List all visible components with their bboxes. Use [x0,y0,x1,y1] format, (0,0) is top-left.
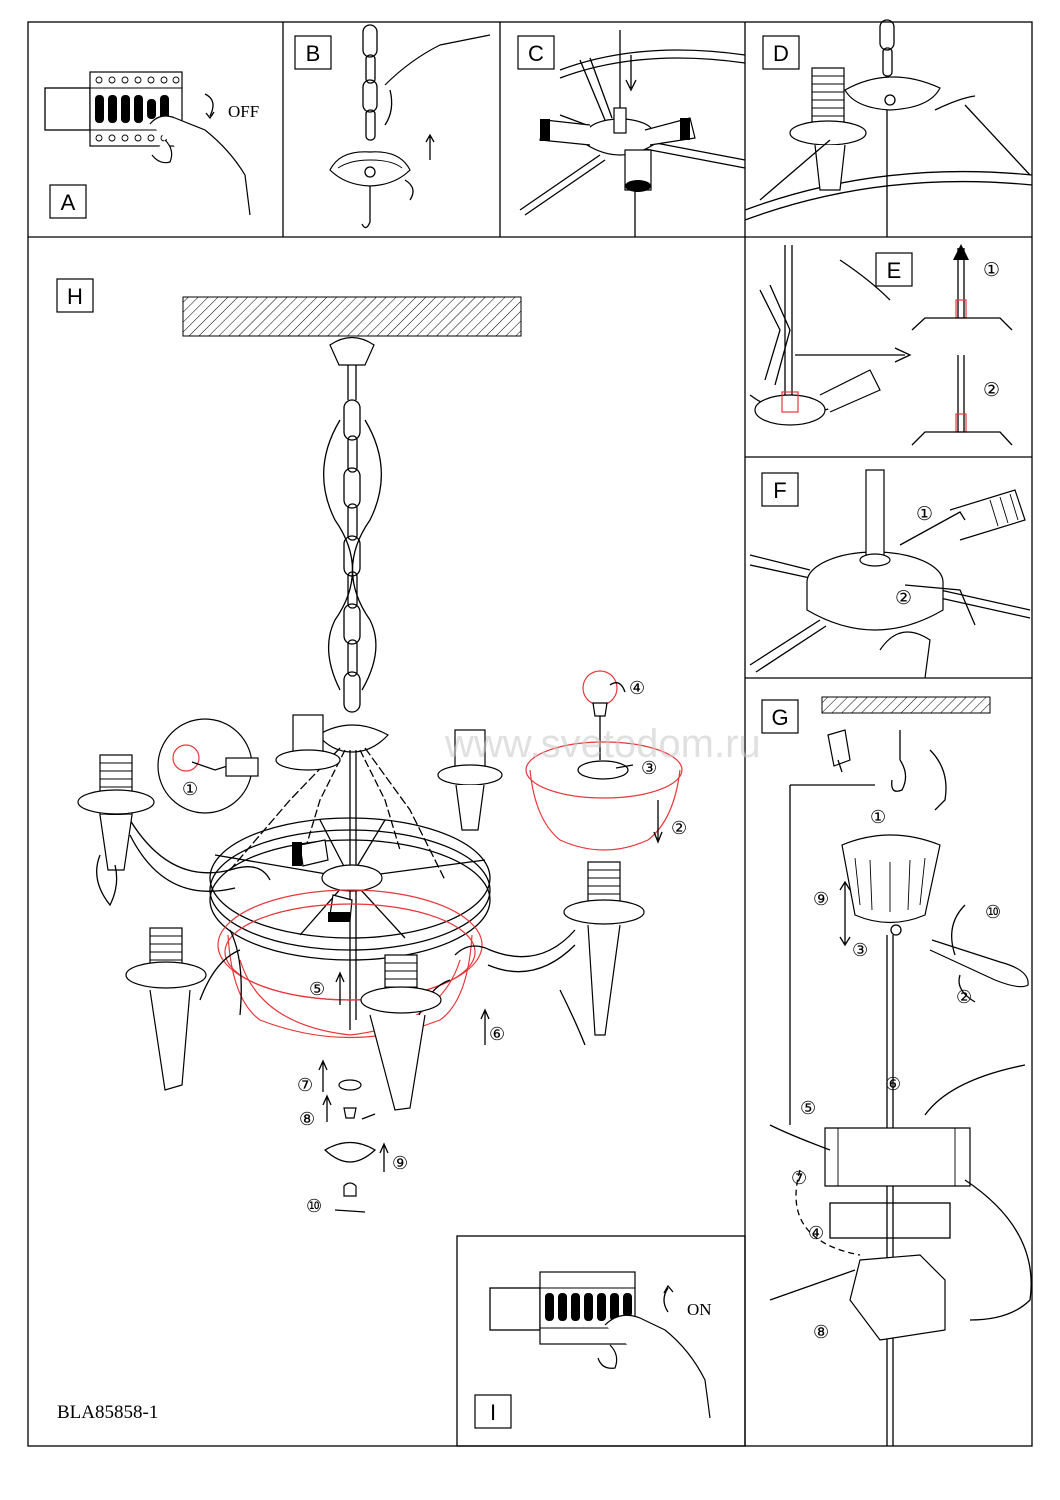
panel-g-step-6: ⑥ [885,1074,901,1094]
panel-h-step-2: ② [671,818,687,838]
panel-g-step-9: ⑨ [813,889,829,909]
panel-h-step-10: ⑩ [306,1196,322,1216]
panel-h-step-7: ⑦ [297,1075,313,1095]
circuit-breaker-on-illustration [489,1271,711,1419]
panel-i-letter: I [490,1400,496,1425]
panel-h-letter: H [67,284,83,309]
candle-socket-back-right [437,729,503,831]
panel-a-letter-box [49,184,87,219]
panel-d: D [744,19,1033,237]
panel-g-step-4: ④ [808,1223,824,1243]
panel-g-letter: G [771,705,788,730]
panel-a-caption: OFF [228,102,259,121]
panel-i-caption: ON [687,1300,712,1319]
ceiling-hatch-small [821,696,991,714]
panel-c-letter: C [528,41,544,66]
panel-b-letter: B [306,41,321,66]
pin-locking-illustration [749,244,1013,446]
watermark-text: www.svetodom.ru [444,722,761,766]
candle-socket-left [77,754,155,871]
panel-f-step-1: ① [916,504,933,525]
frame-mounting-illustration [744,19,1033,237]
panel-g-step-3: ③ [852,940,868,960]
circuit-breaker-off-illustration [44,71,251,216]
panel-g-letter-box [761,699,799,734]
socket-hub-illustration [519,30,746,237]
panel-b: B [294,24,491,229]
panel-a: A OFF [44,71,259,219]
hub-screw-illustration [749,469,1031,679]
chandelier-assembly-illustration [77,336,683,1213]
panel-h-step-6: ⑥ [489,1024,505,1044]
panel-frame [27,21,1033,1447]
candle-socket-back-left [275,714,341,771]
panel-h-step-4: ④ [629,678,645,698]
panel-a-letter: A [61,190,76,215]
model-code: BLA85858-1 [57,1402,158,1423]
panel-g: G [761,696,1032,1446]
panel-f-step-2: ② [895,588,912,609]
candle-socket-front-left [125,927,207,1091]
panel-g-step-7: ⑦ [791,1168,807,1188]
panel-f-letter-box [761,472,799,507]
chain-and-hook-illustration [329,24,491,229]
panel-e-step-1: ① [983,260,1000,281]
panel-h-letter-box [56,278,94,313]
ceiling-wiring-illustration [769,729,1032,1446]
panel-e-letter: E [887,258,902,283]
panel-g-step-5: ⑤ [800,1098,816,1118]
panel-c: C [517,30,746,237]
panel-g-step-2: ② [956,987,972,1007]
panel-i-letter-box [474,1394,512,1429]
panel-e-step-2: ② [983,380,1000,401]
panel-h-step-8: ⑧ [299,1109,315,1129]
candle-socket-front [360,954,442,1111]
ceiling-hatch [182,296,522,337]
panel-h: H [56,278,761,1216]
panel-h-step-9: ⑨ [392,1153,408,1173]
panel-d-letter-box [762,35,800,70]
panel-h-step-1: ① [182,779,198,799]
panel-c-letter-box [517,35,555,70]
panel-b-letter-box [294,35,332,70]
panel-h-step-3: ③ [641,758,657,778]
candle-socket-right [563,861,645,1036]
panel-g-step-1: ① [870,807,886,827]
panel-f: F ① ② [749,469,1031,679]
panel-g-step-8: ⑧ [813,1322,829,1342]
panel-i: I ON [474,1271,712,1429]
panel-g-step-10: ⑩ [985,902,1001,922]
panel-e: E ① ② [749,244,1013,446]
panel-d-letter: D [773,41,789,66]
panel-h-step-5: ⑤ [309,979,325,999]
panel-e-letter-box [875,252,913,287]
panel-f-letter: F [773,478,786,503]
